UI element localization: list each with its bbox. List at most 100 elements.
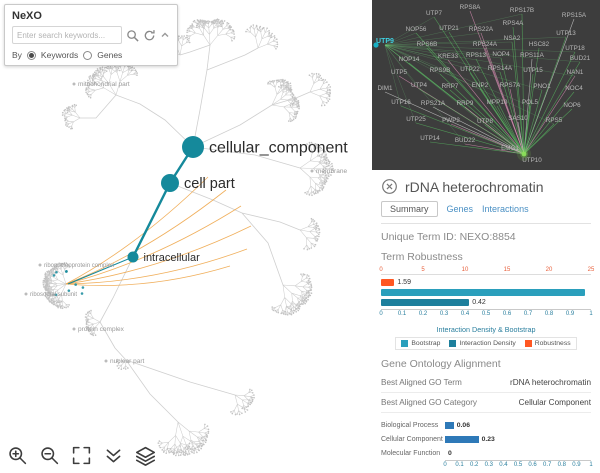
- gene-node-label[interactable]: EMG1: [501, 145, 519, 152]
- search-input[interactable]: [12, 26, 122, 44]
- gene-node-label[interactable]: RRP9: [457, 100, 474, 107]
- gene-node-label[interactable]: BUD22: [455, 137, 476, 144]
- gene-node-label[interactable]: UTP4: [411, 82, 428, 89]
- tree-node-label: cellular_component: [209, 140, 348, 157]
- gene-node-label[interactable]: SAS10: [508, 115, 528, 122]
- layers-button[interactable]: [134, 444, 157, 467]
- gene-node-label[interactable]: NSA2: [504, 35, 521, 42]
- gene-node-label[interactable]: UTP9: [376, 38, 394, 45]
- tree-term-label[interactable]: protein complex: [78, 326, 125, 333]
- gene-node-label[interactable]: RPS14A: [488, 65, 513, 72]
- unique-term-id-value: NEXO:8854: [459, 231, 516, 243]
- gene-node-label[interactable]: RPS15A: [562, 12, 587, 19]
- tree-term-label[interactable]: ribosomal subunit: [30, 292, 77, 298]
- tree-term-label[interactable]: nuclear part: [110, 358, 145, 365]
- gene-node-label[interactable]: UTP14: [420, 135, 440, 142]
- term-robustness-heading: Term Robustness: [381, 251, 463, 263]
- collapse-button[interactable]: [102, 444, 125, 467]
- chevron-up-icon[interactable]: [160, 30, 170, 40]
- unique-term-id-label: Unique Term ID:: [381, 231, 457, 243]
- gene-node-label[interactable]: UTP22: [460, 66, 480, 73]
- gene-node-label[interactable]: NOP56: [406, 26, 427, 33]
- go-table-row: Best Aligned GO Term rDNA heterochromati…: [381, 373, 591, 393]
- tree-small-labels: mitochondrial part membrane ribonucleoprot…: [24, 81, 347, 365]
- gene-node-label[interactable]: UTP25: [406, 116, 426, 123]
- gene-node-label[interactable]: RPS13: [466, 52, 486, 59]
- gene-node-label[interactable]: RPS4A: [503, 20, 524, 27]
- gene-node-label[interactable]: PNO1: [533, 83, 551, 90]
- gene-node-label[interactable]: UTP8: [477, 118, 494, 125]
- network-edges: [384, 10, 581, 155]
- gene-node-label[interactable]: RPS6B: [417, 41, 438, 48]
- gene-node-label[interactable]: RPS11A: [520, 52, 544, 59]
- tree-node-intracellular[interactable]: [127, 251, 139, 263]
- bar-interaction-density: 0.42: [381, 297, 591, 307]
- bar-robustness: 1.59: [381, 277, 591, 287]
- gene-node-label[interactable]: NOP14: [399, 56, 420, 63]
- legend-item: Bootstrap: [401, 340, 440, 347]
- tree-term-label[interactable]: membrane: [316, 168, 347, 175]
- gene-node-label[interactable]: RPS17B: [510, 7, 534, 14]
- network-highlight-node[interactable]: [373, 42, 379, 48]
- zoom-in-button[interactable]: [6, 444, 29, 467]
- tree-term-label[interactable]: mitochondrial part: [78, 81, 130, 88]
- gene-node-label[interactable]: RRP7: [442, 83, 459, 90]
- gene-node-label[interactable]: RPS8A: [460, 4, 481, 11]
- go-alignment-heading: Gene Ontology Alignment: [381, 358, 501, 370]
- zoom-out-button[interactable]: [38, 444, 61, 467]
- gene-node-label[interactable]: NOC4: [565, 85, 583, 92]
- network-labels: UTP7 RPS8A RPS17B RPS15A NOP56 UTP21 RPS22A RPS…: [376, 4, 591, 164]
- tab-genes[interactable]: Genes: [446, 204, 474, 214]
- refresh-icon[interactable]: [143, 29, 156, 42]
- gene-node-label[interactable]: RPS9B: [430, 67, 451, 74]
- gene-node-label[interactable]: RPS22A: [469, 26, 494, 33]
- gene-node-label[interactable]: UTP18: [565, 45, 585, 52]
- gene-node-label[interactable]: NAN1: [567, 69, 584, 76]
- gene-node-label[interactable]: RPS21A: [421, 100, 446, 107]
- gene-node-label[interactable]: NOP6: [563, 102, 581, 109]
- gene-node-label[interactable]: UTP10: [522, 157, 542, 164]
- tab-interactions[interactable]: Interactions: [482, 204, 529, 214]
- interaction-network-svg: UTP7 RPS8A RPS17B RPS15A NOP56 UTP21 RPS22A RPS…: [373, 4, 591, 164]
- gene-node-label[interactable]: POL5: [522, 99, 539, 106]
- close-icon[interactable]: [381, 178, 398, 195]
- gene-node-label[interactable]: BUD21: [570, 55, 591, 62]
- interaction-network-panel[interactable]: UTP7 RPS8A RPS17B RPS15A NOP56 UTP21 RPS22A RPS…: [370, 0, 600, 170]
- tree-term-label[interactable]: ribonucleoprotein complex: [44, 263, 114, 269]
- tree-node-cell-part[interactable]: [161, 174, 179, 192]
- gene-node-label[interactable]: RPS24A: [473, 41, 498, 48]
- search-icon[interactable]: [126, 29, 139, 42]
- radio-genes-label: Genes: [97, 50, 123, 60]
- gene-node-label[interactable]: RPS7A: [500, 82, 521, 89]
- gene-node-label[interactable]: MPP10: [487, 99, 508, 106]
- radio-keywords[interactable]: [26, 50, 36, 60]
- legend-item: Interaction Density: [449, 340, 516, 347]
- gene-node-label[interactable]: UTP16: [391, 99, 411, 106]
- gene-node-label[interactable]: UTP5: [391, 69, 408, 76]
- gene-node-label[interactable]: PWP2: [442, 117, 460, 124]
- tree-node-cellular-component[interactable]: [182, 136, 204, 158]
- gene-node-label[interactable]: NOP4: [492, 51, 510, 58]
- gene-node-label[interactable]: RPS5: [546, 117, 563, 124]
- gene-node-label[interactable]: DIM1: [377, 85, 393, 92]
- network-hub-node[interactable]: [517, 147, 531, 161]
- gene-node-label[interactable]: ENP2: [472, 82, 489, 89]
- gene-node-label[interactable]: KRE33: [438, 53, 458, 60]
- gene-node-label[interactable]: UTP7: [426, 10, 443, 17]
- gene-node-label[interactable]: UTP15: [523, 67, 543, 74]
- radio-genes[interactable]: [83, 50, 93, 60]
- gene-node-label[interactable]: UTP21: [439, 25, 459, 32]
- gene-node-label[interactable]: HSC82: [529, 41, 550, 48]
- gene-node-label[interactable]: UTP13: [556, 30, 576, 37]
- radio-keywords-label: Keywords: [40, 50, 79, 60]
- fit-screen-button[interactable]: [70, 444, 93, 467]
- tab-summary[interactable]: Summary: [381, 201, 438, 217]
